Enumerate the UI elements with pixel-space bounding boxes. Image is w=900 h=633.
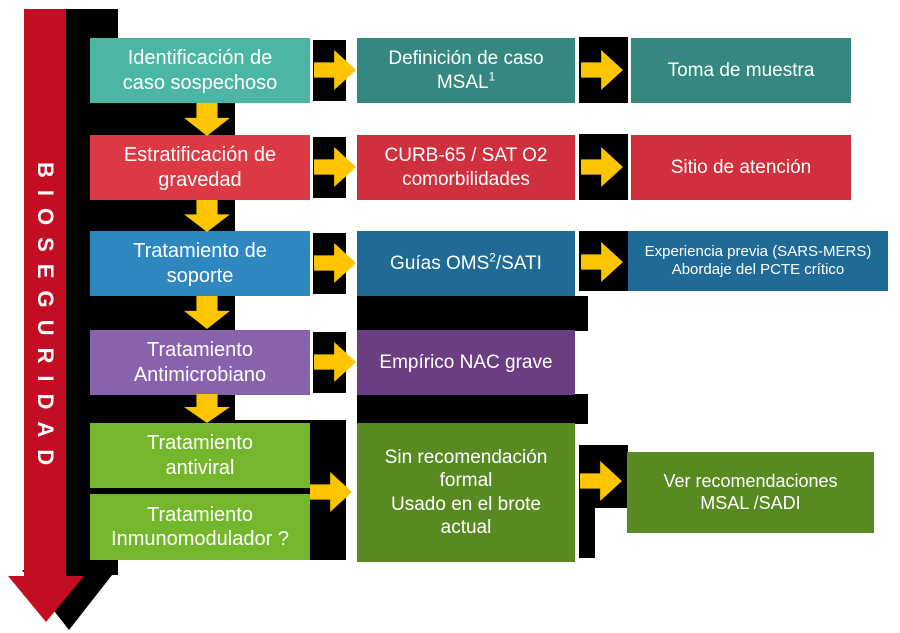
box-guias-oms-sati: Guías OMS2/SATI [357,231,575,296]
box-label: Sin recomendación formal Usado en el bro… [384,447,548,538]
box-empirico-nac-grave: Empírico NAC grave [357,330,575,395]
box-label: Estratificación de gravedad [123,144,277,191]
box-label: Toma de muestra [667,59,815,81]
box-label: Ver recomendaciones MSAL /SADI [663,470,838,513]
box-sitio-de-atencion: Sitio de atención [631,135,851,200]
box-label: CURB-65 / SAT O2 comorbilidades [384,145,548,190]
box-label: Identificación de caso sospechoso [122,47,278,94]
box-label: Tratamiento Inmunomodulador ? [111,503,289,550]
biosecurity-arrow-shaft [24,9,66,578]
box-label: Tratamiento de soporte [133,240,267,287]
box-label: Definición de caso MSAL1 [388,48,544,93]
box-curb65-sato2: CURB-65 / SAT O2 comorbilidades [357,135,575,200]
box-sin-recomendacion-formal: Sin recomendación formal Usado en el bro… [357,423,575,562]
box-label: Guías OMS2/SATI [390,251,542,274]
box-estratificacion-gravedad: Estratificación de gravedad [90,135,310,200]
connector-mid-band-2 [357,394,588,424]
box-experiencia-previa: Experiencia previa (SARS-MERS) Abordaje … [628,231,888,291]
box-toma-de-muestra: Toma de muestra [631,38,851,103]
box-label: Sitio de atención [670,156,812,178]
superscript: 1 [488,70,496,84]
box-label: Experiencia previa (SARS-MERS) Abordaje … [644,242,872,278]
box-tratamiento-antiviral: Tratamiento antiviral [90,423,310,488]
box-label: Tratamiento Antimicrobiano [133,339,267,386]
superscript: 2 [489,251,496,265]
box-tratamiento-soporte: Tratamiento de soporte [90,231,310,296]
connector-row5-b-tail [579,505,595,558]
biosecurity-label: BIOSEGURIDAD [33,162,58,478]
connector-mid-band-1 [357,296,588,331]
box-tratamiento-inmunomodulador: Tratamiento Inmunomodulador ? [90,494,310,560]
box-label: Tratamiento antiviral [147,432,253,479]
box-identificacion-caso: Identificación de caso sospechoso [90,38,310,103]
box-ver-recomendaciones: Ver recomendaciones MSAL /SADI [627,452,874,533]
box-tratamiento-antimicrobiano: Tratamiento Antimicrobiano [90,330,310,395]
box-definicion-caso-msal: Definición de caso MSAL1 [357,38,575,103]
box-label: Empírico NAC grave [379,351,553,373]
